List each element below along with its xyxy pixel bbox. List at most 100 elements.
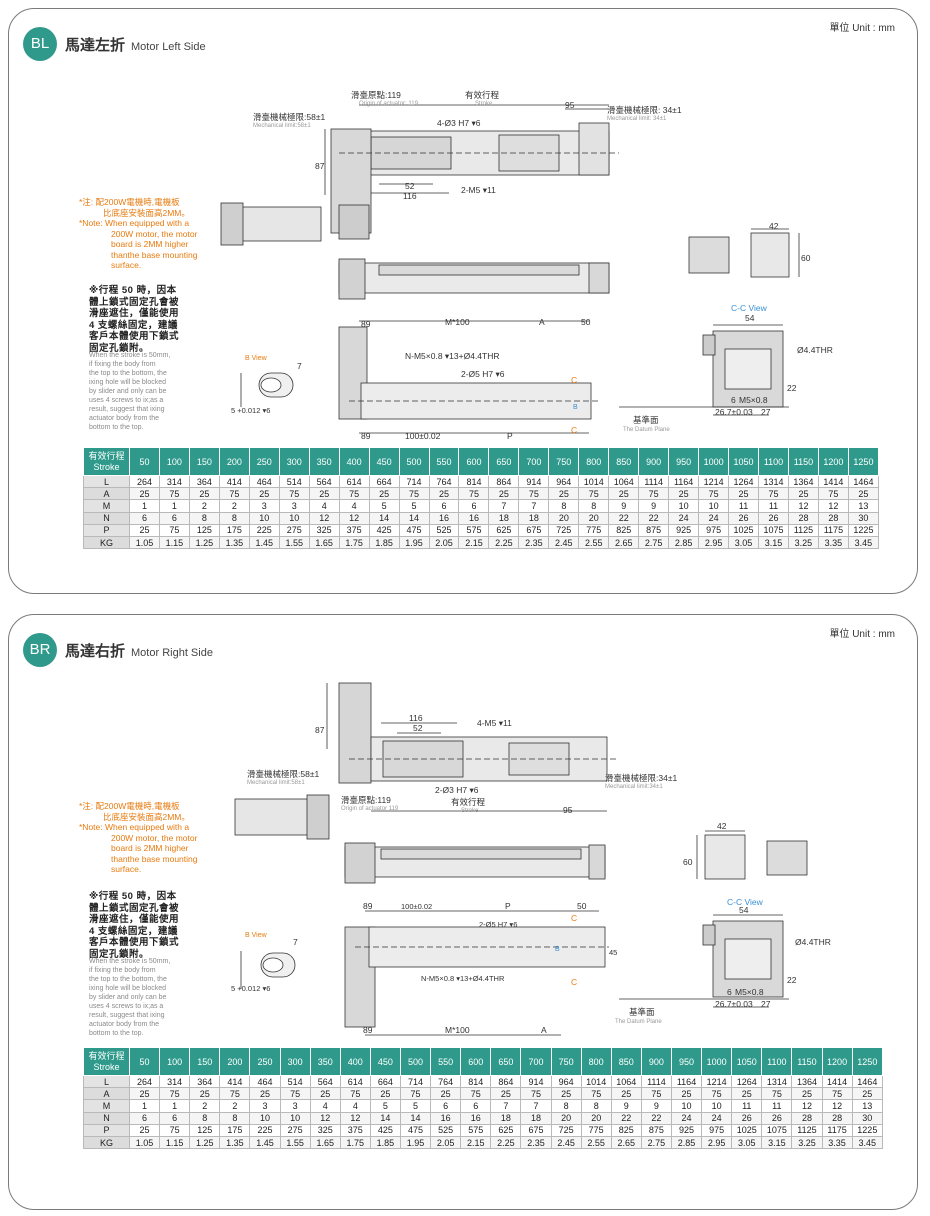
table-cell: 1114 bbox=[638, 474, 670, 489]
table-cell: 964 bbox=[550, 1074, 582, 1089]
row-label: A bbox=[83, 1087, 130, 1101]
table-cell: 1414 bbox=[821, 1074, 853, 1089]
table-cell: 20 bbox=[578, 511, 610, 525]
table-cell: 18 bbox=[520, 1111, 552, 1125]
table-cell: 2.55 bbox=[578, 535, 610, 550]
note-line: *Note: When equipped with a bbox=[79, 218, 190, 228]
stroke-note-en: When the stroke is 50mm, if fixing the b… bbox=[89, 957, 199, 1038]
note-line: 客戶本體使用下鎖式 bbox=[89, 331, 180, 342]
table-cell: 2.85 bbox=[668, 535, 700, 550]
stroke-column-header: 650 bbox=[490, 1047, 522, 1076]
note-line: When the stroke is 50mm, bbox=[89, 958, 171, 965]
table-cell: 2.15 bbox=[458, 535, 490, 550]
table-cell: 75 bbox=[640, 1087, 672, 1101]
table-cell: 25 bbox=[308, 487, 340, 501]
table-cell: 1175 bbox=[817, 523, 849, 537]
table-cell: 964 bbox=[548, 474, 580, 489]
dim-60: 60 bbox=[683, 857, 693, 867]
note-line: result, suggest that ixing bbox=[89, 406, 165, 413]
table-cell: 8 bbox=[578, 499, 610, 513]
table-cell: 664 bbox=[369, 1074, 401, 1089]
table-cell: 864 bbox=[488, 474, 520, 489]
stroke-column-header: 750 bbox=[550, 1047, 582, 1076]
table-cell: 25 bbox=[368, 487, 400, 501]
table-cell: 1164 bbox=[670, 1074, 703, 1089]
table-cell: 24 bbox=[701, 1111, 733, 1125]
table-cell: 1.35 bbox=[218, 535, 250, 550]
table-cell: 1075 bbox=[758, 523, 789, 537]
table-cell: 1464 bbox=[847, 474, 880, 489]
table-cell: 1014 bbox=[580, 1074, 612, 1089]
table-cell: 2.35 bbox=[518, 535, 550, 550]
table-cell: 10 bbox=[701, 1099, 733, 1113]
table-cell: 2 bbox=[189, 1099, 221, 1113]
table-cell: 575 bbox=[458, 523, 490, 537]
motor-note-orange: *注: 配200W電機時,電機板 比底座安裝面高2MM。 *Note: When… bbox=[79, 197, 241, 271]
table-cell: 14 bbox=[398, 511, 430, 525]
table-cell: 425 bbox=[369, 1123, 401, 1137]
table-cell: 30 bbox=[847, 511, 880, 525]
table-cell: 664 bbox=[368, 474, 400, 489]
table-cell: 8 bbox=[188, 511, 220, 525]
table-cell: 1.05 bbox=[129, 535, 160, 550]
table-cell: 5 bbox=[399, 1099, 432, 1113]
table-cell: 3.05 bbox=[731, 1135, 763, 1150]
dim-50: 50 bbox=[581, 317, 591, 327]
stroke-column-header: 400 bbox=[338, 447, 370, 476]
stroke-note-cn: ※行程 50 時，因本 體上鎖式固定孔會被 滑座遮住，僅能使用 4 支螺絲固定，… bbox=[89, 285, 219, 354]
table-cell: 75 bbox=[580, 1087, 612, 1101]
table-cell: 414 bbox=[219, 1074, 251, 1089]
table-cell: 11 bbox=[728, 499, 760, 513]
stroke-column-header: 500 bbox=[398, 447, 430, 476]
table-cell: 1364 bbox=[791, 1074, 823, 1089]
table-cell: 1264 bbox=[731, 1074, 763, 1089]
section-c-bottom: C bbox=[571, 977, 577, 987]
table-cell: 1064 bbox=[610, 1074, 642, 1089]
table-cell: 714 bbox=[399, 1074, 432, 1089]
table-cell: 725 bbox=[548, 523, 580, 537]
table-cell: 1225 bbox=[851, 1123, 884, 1137]
stroke-column-header: 1100 bbox=[758, 447, 789, 476]
table-cell: 1225 bbox=[847, 523, 880, 537]
section-c-top: C bbox=[571, 375, 577, 385]
stroke-column-header: 150 bbox=[188, 447, 220, 476]
table-cell: 1175 bbox=[821, 1123, 853, 1137]
table-cell: 2.05 bbox=[430, 1135, 462, 1150]
section-badge: BR bbox=[23, 633, 57, 667]
table-cell: 24 bbox=[668, 511, 700, 525]
table-cell: 13 bbox=[847, 499, 880, 513]
note-line: bottom to the top. bbox=[89, 1030, 144, 1037]
row-label: A bbox=[83, 487, 130, 501]
table-cell: 225 bbox=[249, 1123, 281, 1137]
table-cell: 2.35 bbox=[520, 1135, 552, 1150]
table-cell: 1 bbox=[159, 1099, 191, 1113]
b-view-label: B View bbox=[245, 355, 268, 362]
table-cell: 364 bbox=[189, 1074, 221, 1089]
note-line: 比底座安裝面高2MM。 bbox=[103, 207, 190, 218]
mech-limit-left-en: Mechanical limit:58±1 bbox=[253, 123, 311, 129]
stroke-column-header: 100 bbox=[158, 447, 190, 476]
table-cell: 25 bbox=[309, 1087, 341, 1101]
table-cell: 16 bbox=[430, 1111, 462, 1125]
table-cell: 75 bbox=[279, 1087, 311, 1101]
table-cell: 14 bbox=[399, 1111, 432, 1125]
note-line: bottom to the top. bbox=[89, 424, 144, 431]
table-cell: 10 bbox=[249, 1111, 281, 1125]
table-cell: 25 bbox=[851, 1087, 884, 1101]
table-cell: 75 bbox=[158, 487, 190, 501]
note-line: 固定孔鎖附。 bbox=[89, 342, 150, 354]
table-cell: 2.95 bbox=[698, 535, 730, 550]
mech-limit-right: 滑臺機械極限: 34±1 bbox=[607, 105, 682, 115]
dim-m100: M*100 bbox=[445, 1025, 470, 1035]
table-cell: 1.15 bbox=[158, 535, 190, 550]
note-line: ixing hole will be blocked bbox=[89, 379, 167, 386]
note-line: the top to the bottom, the bbox=[89, 370, 167, 377]
table-cell: 8 bbox=[550, 1099, 582, 1113]
table-cell: 225 bbox=[248, 523, 280, 537]
table-cell: 5 bbox=[369, 1099, 401, 1113]
mech-limit-right-en: Mechanical limit: 34±1 bbox=[607, 116, 667, 122]
